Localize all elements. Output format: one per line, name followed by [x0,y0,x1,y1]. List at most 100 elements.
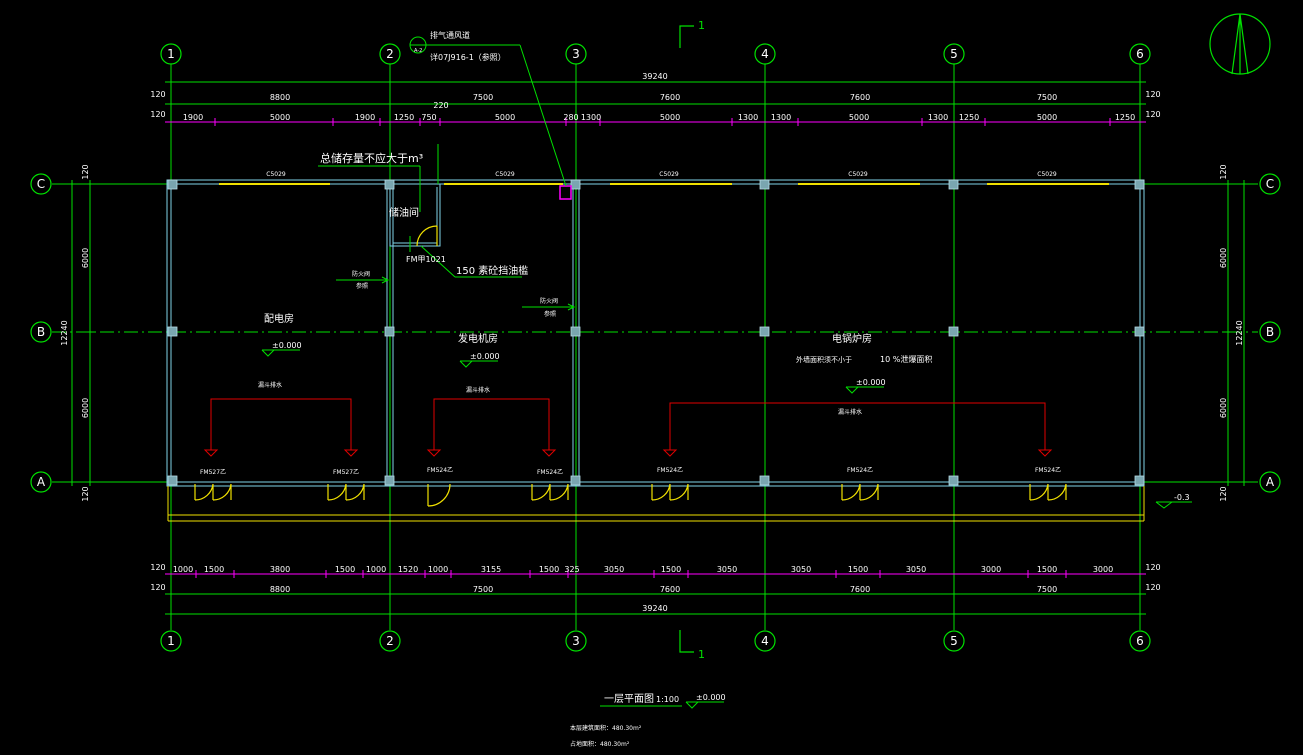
bottom-detail-dim-17: 3000 [981,565,1001,574]
fire-valve-2-note: 参照 [544,310,556,318]
bottom-bay-dim-5: 7500 [1037,585,1057,594]
axis-label-4-bottom: 4 [761,634,769,648]
right-upper-dim: 6000 [1219,248,1228,268]
axis-label-5-bottom: 5 [950,634,958,648]
bottom-detail-dim-5: 1000 [366,565,386,574]
bottom-side-dim-left: 120 [150,563,165,572]
walls [166,179,1145,487]
plinth [167,486,1145,522]
top-detail-dim-14: 1250 [959,113,979,122]
bottom-detail-dim-9: 1500 [539,565,559,574]
fire-valve-1-title: 防火阀 [352,270,370,278]
top-detail-dim-11: 1300 [771,113,791,122]
axis-label-a-left: A [37,475,46,489]
left-upper-dim: 6000 [81,248,90,268]
exhaust-title: 排气通风道 [430,30,470,40]
top-detail-dim-5: 750 [421,113,436,122]
bottom-detail-dim-10: 325 [564,565,579,574]
window-label-3: C5029 [659,171,679,178]
bottom-detail-dim-19: 3000 [1093,565,1113,574]
right-cap-dim-bottom: 120 [1219,486,1228,501]
bottom-detail-dim-14: 3050 [791,565,811,574]
top-detail-dimension-line [165,118,1146,126]
axis-label-6-top: 6 [1136,47,1144,61]
top-bay-dim-1: 8800 [270,93,290,102]
bottom-bay-dim-1: 8800 [270,585,290,594]
axis-label-c-right: C [1266,177,1274,191]
section-mark-top [679,25,694,48]
area-note-land: 占地面积：480.30m² [570,740,630,748]
axis-label-2-top: 2 [386,47,394,61]
drawing-scale: 1:100 [656,695,679,704]
exhaust-shaft [559,185,572,200]
bottom-detail-dim-15: 1500 [848,565,868,574]
doors [194,225,1067,507]
top-bay-dim-3: 7600 [660,93,680,102]
bottom-total-dim: 39240 [642,604,667,613]
axis-label-1-top: 1 [167,47,175,61]
exhaust-mark: A-2 [414,48,422,54]
side-dimension-lines [68,180,1248,486]
drain-note-1: 漏斗排水 [258,381,282,389]
left-lower-dim: 6000 [81,398,90,418]
top-detail-dim-1: 1900 [183,113,203,122]
section-mark-bottom [679,630,694,653]
axis-label-3-bottom: 3 [572,634,580,648]
axis-label-a-right: A [1266,475,1275,489]
window-label-2: C5029 [495,171,515,178]
axis-label-1-bottom: 1 [167,634,175,648]
top-bay-dim-5: 7500 [1037,93,1057,102]
level-r3: ±0.000 [856,378,886,387]
axis-label-3-top: 3 [572,47,580,61]
oil-sill-note: 150 素砼挡油槛 [456,264,528,277]
left-cap-dim-bottom: 120 [81,486,90,501]
room-label-boiler: 电锅炉房 [832,332,872,345]
axis-label-b-left: B [37,325,45,339]
bottom-side-dim-right-2: 120 [1145,583,1160,592]
oil-door-label: FM甲1021 [406,255,446,264]
axis-label-6-bottom: 6 [1136,634,1144,648]
oil-storage-limit: 总储存量不应大于m³ [320,151,423,165]
section-label-top: 1 [698,19,705,32]
area-note-building: 本层建筑面积：480.30m² [570,724,642,732]
horizontal-axis-lines [52,183,1258,483]
bottom-detail-dim-12: 1500 [661,565,681,574]
door-label-5: FM524乙 [657,467,683,474]
bottom-detail-dim-6: 1520 [398,565,418,574]
right-lower-dim: 6000 [1219,398,1228,418]
fire-valve-1-note: 参照 [356,282,368,290]
bottom-detail-dim-2: 1500 [204,565,224,574]
room-label-power-distribution: 配电房 [264,312,294,325]
top-detail-dim-2: 5000 [270,113,290,122]
drain-indicators [203,398,1053,457]
bottom-detail-dim-1: 1000 [173,565,193,574]
right-cap-dim-top: 120 [1219,164,1228,179]
leader-lines [318,36,576,311]
axis-bubbles-sides [30,173,1281,493]
door-label-3: FM524乙 [427,467,453,474]
left-total-dim: 12240 [60,320,69,345]
vertical-axis-lines [170,64,1141,630]
bottom-detail-dim-16: 3050 [906,565,926,574]
level-r1: ±0.000 [272,341,302,350]
bottom-side-dim-right: 120 [1145,563,1160,572]
axis-bubbles-top [160,43,1151,65]
room-label-generator: 发电机房 [458,332,498,345]
top-detail-dim-4: 1250 [394,113,414,122]
top-detail-dim-15: 5000 [1037,113,1057,122]
room-label-oil-store: 储油间 [389,206,419,219]
right-total-dim: 12240 [1235,320,1244,345]
top-side-dim-left-2: 120 [150,110,165,119]
bottom-detail-dim-8: 3155 [481,565,501,574]
top-side-dim-right: 120 [1145,90,1160,99]
top-detail-dim-13: 1300 [928,113,948,122]
level-outside: -0.3 [1174,493,1190,502]
bottom-detail-dim-4: 1500 [335,565,355,574]
top-side-dim-right-2: 120 [1145,110,1160,119]
top-detail-dim-9: 5000 [660,113,680,122]
axis-label-b-right: B [1266,325,1274,339]
bottom-detail-dim-18: 1500 [1037,565,1057,574]
drawing-title: 一层平面图 [604,693,654,705]
door-label-2: FM527乙 [333,469,359,476]
bottom-detail-dim-7: 1000 [428,565,448,574]
